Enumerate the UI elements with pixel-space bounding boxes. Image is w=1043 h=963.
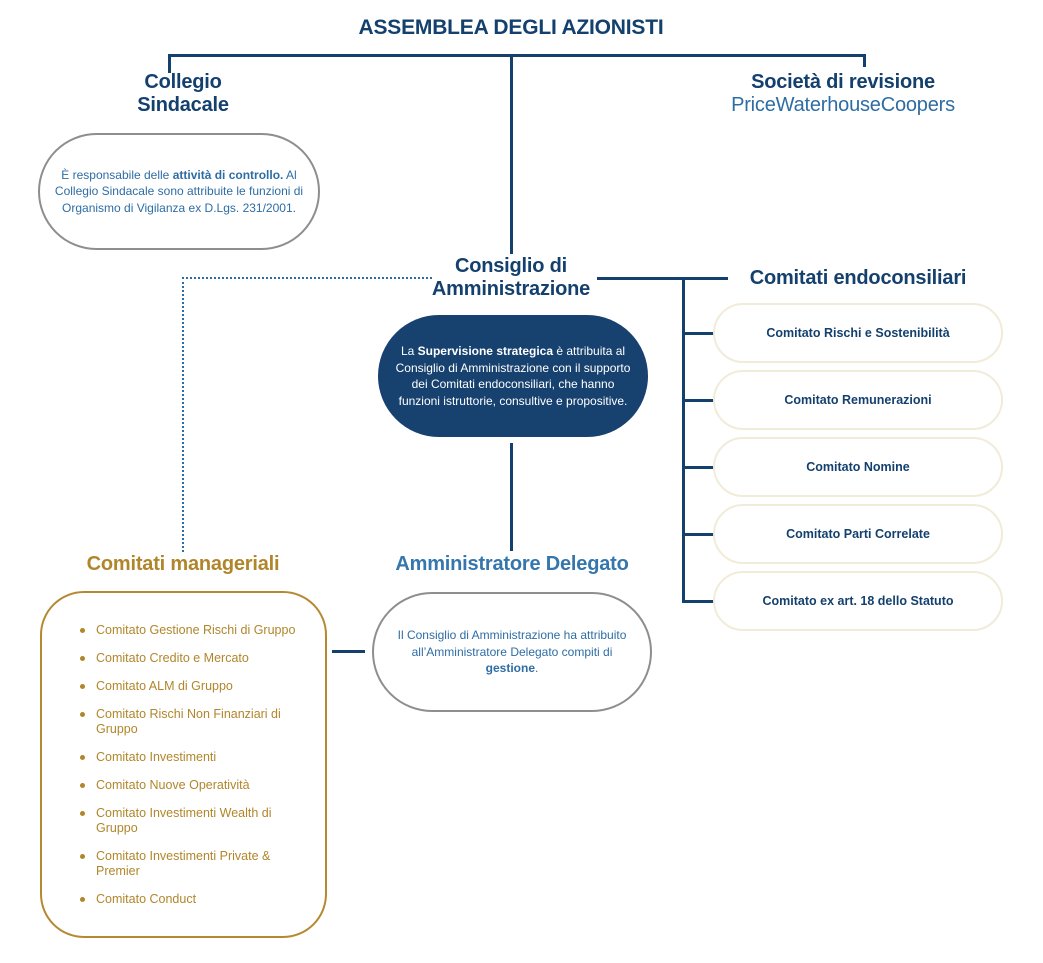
manageriali-committee-item: Comitato Conduct [80, 892, 307, 907]
connector-collegio-stub [168, 54, 171, 73]
collegio-sindacale-heading-line1: Collegio [144, 71, 222, 93]
connector-consiglio-delegato [510, 443, 513, 551]
endoconsiliari-committee-pill: Comitato Remunerazioni [713, 370, 1003, 430]
note-text: Al Collegio Sindacale sono attribuite le… [54, 167, 304, 215]
committee-label: Comitato Investimenti Private & Premier [96, 849, 271, 878]
connector-top-horizontal [168, 54, 866, 57]
note-text: Il Consiglio di Amministrazione ha attri… [397, 628, 627, 659]
connector-pill-stub [682, 399, 715, 402]
amministratore-delegato-oval: Il Consiglio di Amministrazione ha attri… [372, 592, 652, 712]
endoconsiliari-committee-pill: Comitato Parti Correlate [713, 504, 1003, 564]
consiglio-amministrazione-heading: Consiglio di Amministrazione [411, 255, 611, 301]
manageriali-committee-item: Comitato Nuove Operatività [80, 778, 307, 793]
committee-label: Comitato Conduct [96, 892, 197, 906]
comitati-manageriali-box: Comitato Gestione Rischi di Gruppo Comit… [40, 591, 327, 938]
endoconsiliari-committee-pill: Comitato Rischi e Sostenibilità [713, 303, 1003, 363]
committee-label: Comitato Remunerazioni [784, 393, 932, 407]
amministratore-delegato-note: Il Consiglio di Amministrazione ha attri… [374, 627, 650, 677]
connector-assemblea-consiglio [510, 54, 513, 254]
connector-societa-stub [863, 54, 866, 67]
manageriali-committee-item: Comitato Rischi Non Finanziari di Gruppo [80, 707, 307, 737]
supervisione-strategica-note: La Supervisione strategica è attribuita … [378, 343, 648, 409]
committee-label: Comitato Rischi Non Finanziari di Gruppo [96, 707, 281, 736]
connector-pill-stub [682, 466, 715, 469]
note-bold-text: Supervisione strategica [417, 344, 554, 358]
committee-label: Comitato Investimenti Wealth di Gruppo [96, 806, 272, 835]
committee-label: Comitato ex art. 18 dello Statuto [762, 594, 954, 608]
note-text: . [535, 661, 539, 676]
collegio-sindacale-heading-line2: Sindacale [137, 94, 229, 116]
collegio-sindacale-note-oval: È responsabile delle attività di control… [38, 133, 320, 250]
committee-label: Comitato Investimenti [96, 750, 217, 764]
connector-dotted-consiglio-manageriali-vertical [182, 277, 184, 552]
endoconsiliari-committee-pill: Comitato ex art. 18 dello Statuto [713, 571, 1003, 631]
collegio-sindacale-heading: Collegio Sindacale [83, 71, 283, 117]
connector-endoconsiliari-vertical [682, 277, 685, 603]
supervisione-strategica-oval: La Supervisione strategica è attribuita … [378, 315, 648, 437]
committee-label: Comitato Credito e Mercato [96, 651, 249, 665]
connector-consiglio-endoconsiliari [597, 277, 728, 280]
manageriali-committee-item: Comitato Gestione Rischi di Gruppo [80, 623, 307, 638]
manageriali-committee-item: Comitato Investimenti [80, 750, 307, 765]
endoconsiliari-committee-pill: Comitato Nomine [713, 437, 1003, 497]
note-bold-text: gestione [485, 661, 535, 676]
committee-label: Comitato Rischi e Sostenibilità [766, 326, 950, 340]
note-text: La [400, 344, 418, 358]
note-bold-text: attività di controllo. [172, 167, 284, 182]
consiglio-heading-line2: Amministrazione [431, 278, 591, 300]
note-text: È responsabile delle [61, 167, 173, 182]
connector-dotted-consiglio-manageriali-horizontal [182, 277, 432, 279]
committee-label: Comitato Gestione Rischi di Gruppo [96, 623, 296, 637]
connector-manageriali-delegato [332, 650, 365, 653]
endoconsiliari-stubs [682, 332, 715, 603]
committee-label: Comitato Parti Correlate [786, 527, 930, 541]
connector-pill-stub [682, 533, 715, 536]
committee-label: Comitato Nomine [806, 460, 910, 474]
consiglio-heading-line1: Consiglio di [454, 255, 568, 277]
committee-label: Comitato ALM di Gruppo [96, 679, 233, 693]
committee-label: Comitato Nuove Operatività [96, 778, 250, 792]
societa-revisione-label: Società di revisione [751, 71, 935, 93]
comitati-endoconsiliari-heading: Comitati endoconsiliari [749, 267, 967, 289]
endoconsiliari-committee-list: Comitato Rischi e Sostenibilità Comitato… [713, 303, 1003, 631]
manageriali-committee-item: Comitato Investimenti Private & Premier [80, 849, 307, 879]
manageriali-committee-list: Comitato Gestione Rischi di Gruppo Comit… [42, 593, 325, 907]
collegio-sindacale-note: È responsabile delle attività di control… [40, 167, 318, 217]
manageriali-committee-item: Comitato ALM di Gruppo [80, 679, 307, 694]
connector-pill-stub [682, 600, 715, 603]
page-title: ASSEMBLEA DEGLI AZIONISTI [358, 16, 664, 39]
connector-pill-stub [682, 332, 715, 335]
societa-revisione-heading: Società di revisione PriceWaterhouseCoop… [693, 71, 993, 117]
comitati-manageriali-heading: Comitati manageriali [86, 553, 280, 575]
manageriali-committee-item: Comitato Credito e Mercato [80, 651, 307, 666]
note-text: è attribuita al Consiglio di Amministraz… [395, 344, 631, 408]
amministratore-delegato-heading: Amministratore Delegato [395, 553, 629, 575]
manageriali-committee-item: Comitato Investimenti Wealth di Gruppo [80, 806, 307, 836]
pricewaterhousecoopers-label: PriceWaterhouseCoopers [731, 94, 955, 116]
